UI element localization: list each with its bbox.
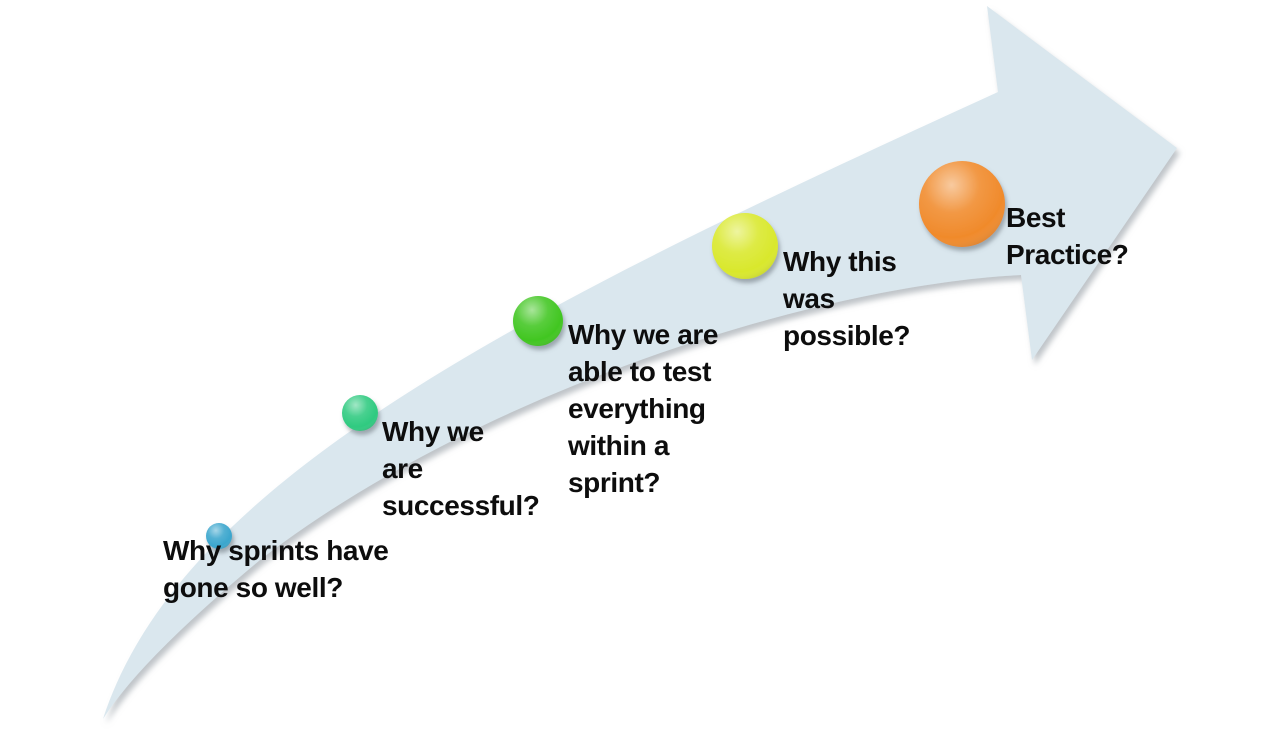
arrow-shape bbox=[103, 6, 1177, 719]
step-dots bbox=[206, 161, 1005, 549]
step-4-dot-sheen bbox=[712, 213, 778, 279]
step-1-dot-sheen bbox=[206, 523, 232, 549]
step-3-dot-sheen bbox=[513, 296, 563, 346]
step-1-label: Why sprints have gone so well? bbox=[163, 535, 389, 603]
step-5-label: Best Practice? bbox=[1006, 202, 1129, 270]
step-3-label: Why we are able to test everything withi… bbox=[568, 319, 719, 498]
step-5-dot-sheen bbox=[919, 161, 1005, 247]
step-2-dot-sheen bbox=[342, 395, 378, 431]
step-2-label: Why we are successful? bbox=[382, 416, 540, 521]
step-4-label: Why this was possible? bbox=[783, 246, 911, 351]
